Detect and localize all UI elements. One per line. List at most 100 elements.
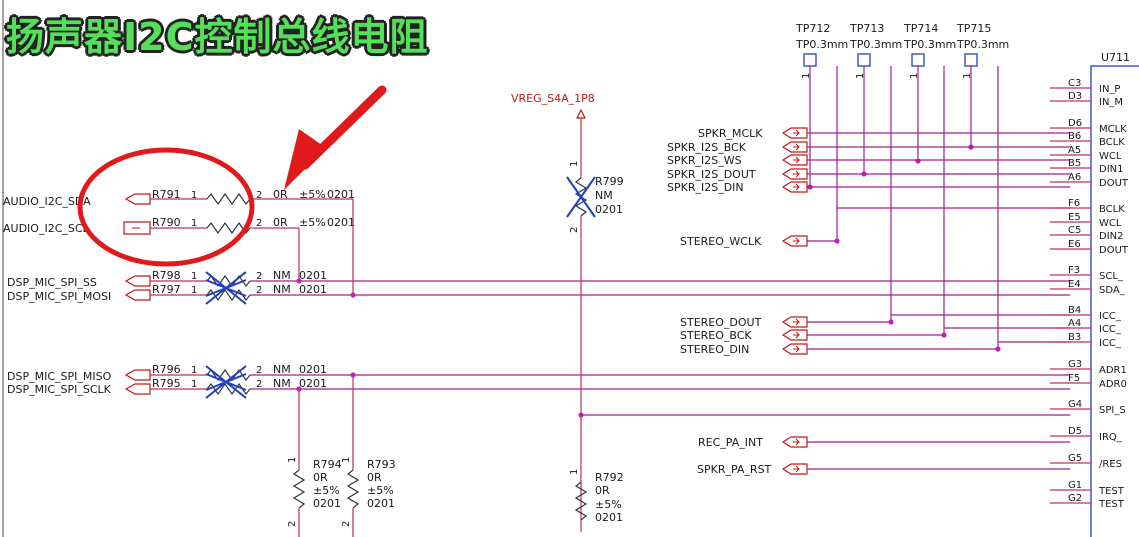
ic-pin-name: ICC_ (1099, 338, 1122, 349)
svg-text:R795: R795 (152, 377, 181, 390)
port-arrow-icon (124, 289, 151, 301)
port-label: STEREO_DIN (680, 343, 749, 356)
svg-text:0R: 0R (367, 471, 382, 484)
tp-value: TP0.3mm (795, 38, 848, 51)
svg-text:0201: 0201 (299, 283, 327, 296)
test-points: TP712TP0.3mm1TP713TP0.3mm1TP714TP0.3mm1T… (795, 22, 1009, 190)
resistor-r798[interactable]: R798 1 2 NM 0201 (150, 269, 1070, 288)
svg-text:DSP_MIC_SPI_SS: DSP_MIC_SPI_SS (7, 276, 97, 289)
svg-text:1: 1 (191, 190, 197, 201)
right-port-stereo-wclk[interactable]: STEREO_WCLK (680, 235, 837, 248)
svg-text:±5%: ±5% (313, 484, 340, 497)
svg-text:1: 1 (191, 271, 197, 282)
svg-text:DSP_MIC_SPI_MISO: DSP_MIC_SPI_MISO (7, 370, 112, 383)
ic-pin-name: ADR0 (1099, 379, 1127, 390)
port-label: SPKR_I2S_WS (667, 154, 742, 167)
resistor-r796[interactable]: R796 1 2 NM 0201 (150, 363, 1070, 382)
right-port-spkr-i2s-bck[interactable]: SPKR_I2S_BCK (667, 141, 1070, 154)
tp-pin: 1 (962, 73, 973, 79)
ic-pin-name: DOUT (1099, 245, 1129, 256)
svg-text:NM: NM (273, 269, 291, 282)
ic-pin-name: WCL (1099, 218, 1122, 229)
resistor-r797[interactable]: R797 1 2 NM 0201 (150, 283, 1070, 302)
svg-text:0201: 0201 (595, 511, 623, 524)
resistor-r794[interactable]: 1 2 R794 0R ±5% 0201 (287, 389, 342, 537)
svg-text:NM: NM (273, 283, 291, 296)
svg-text:DSP_MIC_SPI_SCLK: DSP_MIC_SPI_SCLK (7, 383, 112, 396)
resistor-r793[interactable]: 1 2 R793 0R ±5% 0201 (341, 375, 396, 537)
right-port-stereo-bck[interactable]: STEREO_BCK (680, 329, 944, 342)
ic-pin-name: WCL (1099, 151, 1122, 162)
ic-pin-number: E5 (1068, 212, 1081, 223)
svg-text:R794: R794 (313, 458, 342, 471)
left-port-mic-mosi[interactable]: DSP_MIC_SPI_MOSI (7, 289, 151, 303)
ref-designator: R791 (152, 188, 181, 201)
resistor-r795[interactable]: R795 1 2 NM 0201 (150, 377, 1070, 396)
right-port-rec-pa-int[interactable]: REC_PA_INT (698, 436, 1070, 449)
resistor-r791[interactable]: R791 1 2 0R ±5% 0201 (150, 188, 355, 206)
ic-pin-name: SDA_ (1099, 285, 1126, 296)
right-port-spkr-mclk[interactable]: SPKR_MCLK (698, 127, 1070, 140)
ic-pin-name: SPI_S (1099, 405, 1126, 416)
junction-dot (296, 386, 302, 392)
resistor-r792[interactable]: 1 R792 0R ±5% 0201 (569, 469, 624, 524)
port-label: SPKR_I2S_BCK (667, 141, 747, 154)
svg-text:R793: R793 (367, 458, 396, 471)
left-port-mic-ss[interactable]: DSP_MIC_SPI_SS (7, 275, 151, 289)
ic-pin-name: BCLK (1099, 137, 1125, 148)
left-port-audio-scl[interactable]: AUDIO_I2C_SCL (3, 221, 151, 235)
left-port-mic-sclk[interactable]: DSP_MIC_SPI_SCLK (7, 383, 151, 396)
svg-text:DSP_MIC_SPI_MOSI: DSP_MIC_SPI_MOSI (7, 290, 111, 303)
junction-dot (834, 238, 840, 244)
resistor-r799[interactable]: 1 2 R799 NM 0201 (569, 161, 624, 532)
right-port-spkr-i2s-dout[interactable]: SPKR_I2S_DOUT (667, 168, 1070, 181)
svg-text:2: 2 (256, 285, 262, 296)
left-port-audio-sda[interactable]: AUDIO_I2C_SDA (3, 193, 151, 208)
svg-text:2: 2 (569, 227, 580, 233)
ic-pin-name: IN_P (1099, 84, 1120, 95)
port-label: SPKR_MCLK (698, 127, 763, 140)
ic-u711[interactable]: U711 C3IN_PD3IN_MD6MCLKB6BCLKA5WCLB5DIN1… (1050, 51, 1139, 537)
svg-text:0R: 0R (273, 216, 288, 229)
ic-pin-name: DOUT (1099, 178, 1129, 189)
port-label: STEREO_BCK (680, 329, 752, 342)
svg-text:0R: 0R (595, 484, 610, 497)
port-label: STEREO_DOUT (680, 316, 762, 329)
left-port-mic-miso[interactable]: DSP_MIC_SPI_MISO (7, 369, 151, 383)
svg-text:NM: NM (273, 377, 291, 390)
right-port-spkr-i2s-ws[interactable]: SPKR_I2S_WS (667, 154, 1070, 167)
svg-text:±5%: ±5% (367, 484, 394, 497)
junction-dot (915, 158, 921, 164)
junction-dot (296, 278, 302, 284)
svg-text:AUDIO_I2C_SCL: AUDIO_I2C_SCL (3, 222, 90, 235)
svg-text:2: 2 (341, 521, 352, 527)
svg-text:±5%: ±5% (595, 498, 622, 511)
ic-pin-name: ICC_ (1099, 311, 1122, 322)
svg-text:2: 2 (256, 271, 262, 282)
right-port-stereo-dout[interactable]: STEREO_DOUT (680, 316, 891, 329)
svg-text:2: 2 (256, 379, 262, 390)
svg-text:0201: 0201 (327, 188, 355, 201)
ic-pin-number: D5 (1068, 426, 1082, 437)
port-arrow-icon (124, 369, 151, 381)
ic-ref: U711 (1101, 51, 1130, 64)
svg-text:1: 1 (191, 218, 197, 229)
right-port-spkr-i2s-din[interactable]: SPKR_I2S_DIN (667, 181, 1070, 194)
ic-pin-name: IRQ_ (1099, 432, 1123, 443)
junction-dot (350, 372, 356, 378)
resistor-r790[interactable]: R790 1 2 0R ±5% 0201 (150, 216, 355, 235)
svg-text:±5%: ±5% (299, 188, 326, 201)
svg-text:0201: 0201 (327, 216, 355, 229)
tp-value: TP0.3mm (849, 38, 902, 51)
right-port-spkr-pa-rst[interactable]: SPKR_PA_RST (697, 463, 1070, 476)
svg-text:1: 1 (191, 379, 197, 390)
ic-pin-number: C5 (1068, 225, 1081, 236)
ic-pin-number: G3 (1068, 359, 1082, 370)
right-port-stereo-din[interactable]: STEREO_DIN (680, 343, 998, 356)
right-ports: SPKR_MCLKSPKR_I2S_BCKSPKR_I2S_WSSPKR_I2S… (581, 66, 1070, 476)
